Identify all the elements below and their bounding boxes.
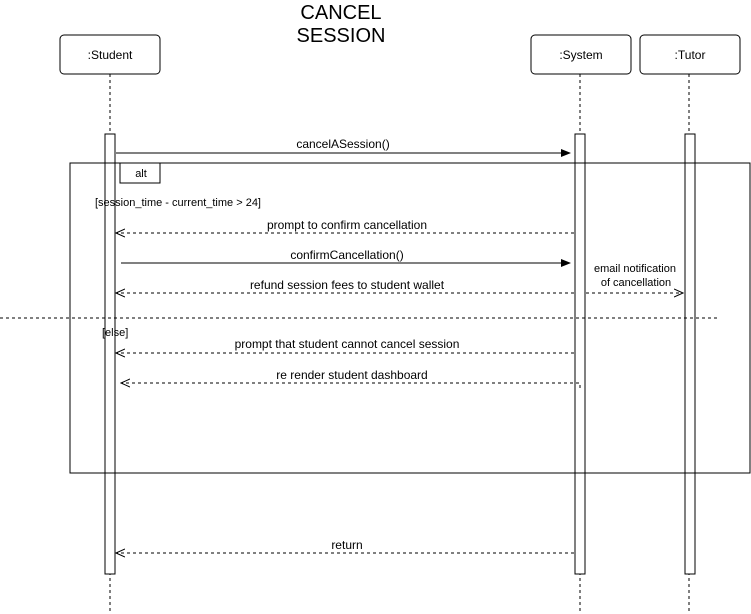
message-email-notification-label-line2: of cancellation <box>601 277 671 289</box>
message-cannot-cancel-label: prompt that student cannot cancel sessio… <box>235 337 460 351</box>
tutor-activation-bar <box>684 133 696 575</box>
message-prompt-confirm-label: prompt to confirm cancellation <box>267 218 427 232</box>
message-email-notification-label-line1: email notification <box>594 263 676 275</box>
alt-operator-label: alt <box>135 168 147 180</box>
diagram-title-line1: CANCEL <box>300 2 381 24</box>
message-refund-label: refund session fees to student wallet <box>250 278 445 292</box>
participant-student[interactable]: :Student <box>59 34 161 75</box>
alt-operator-tab <box>119 163 161 184</box>
participant-system[interactable]: :System <box>530 34 632 75</box>
system-activation-bar <box>574 133 586 575</box>
message-return-label: return <box>331 538 362 552</box>
message-rerender-dashboard-label: re render student dashboard <box>276 368 427 382</box>
message-cancel-a-session-label: cancelASession() <box>296 137 389 151</box>
participant-student-label: :Student <box>88 48 133 62</box>
participant-tutor[interactable]: :Tutor <box>639 34 741 75</box>
guard-condition-1: [session_time - current_time > 24] <box>95 197 261 209</box>
participant-tutor-label: :Tutor <box>675 48 706 62</box>
message-confirm-cancellation-label: confirmCancellation() <box>290 248 403 262</box>
message-rerender-dashboard <box>121 383 581 388</box>
participant-system-label: :System <box>559 48 602 62</box>
guard-condition-else: [else] <box>102 327 128 339</box>
diagram-title-line2: SESSION <box>297 25 386 47</box>
alt-fragment-frame <box>69 162 751 474</box>
